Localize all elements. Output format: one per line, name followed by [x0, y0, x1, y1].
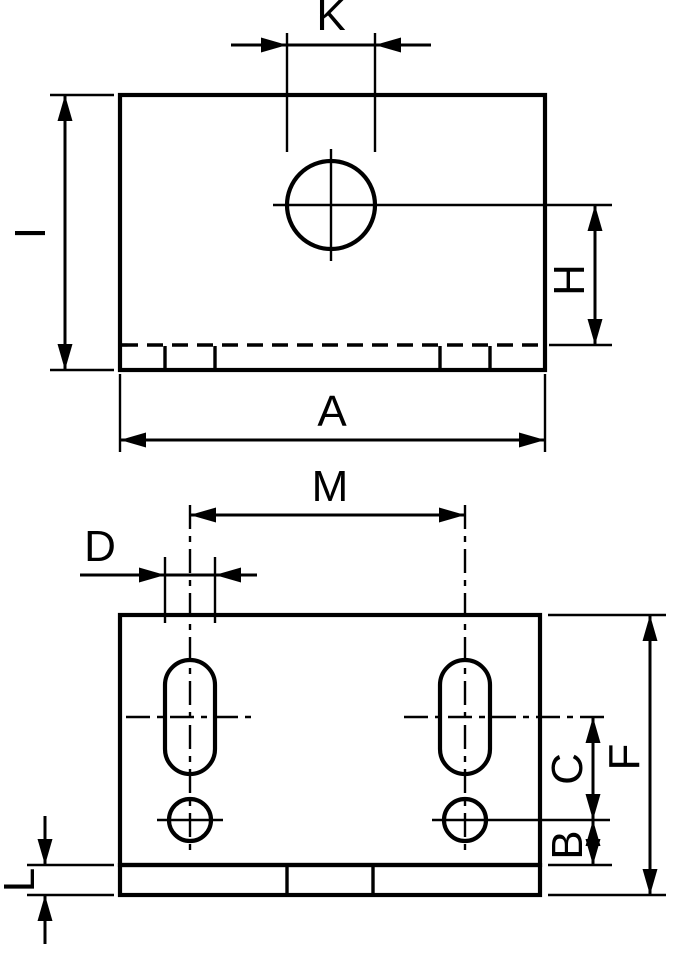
- dim-label-F: F: [600, 744, 649, 771]
- dimension-B: B: [543, 820, 612, 867]
- dimension-C: C: [543, 717, 601, 820]
- dimension-L: L: [0, 816, 114, 944]
- arrowhead: [37, 839, 53, 865]
- dimension-F: F: [548, 613, 666, 897]
- plan-body-outline: [117, 612, 543, 868]
- arrowhead: [375, 37, 401, 53]
- arrowhead: [120, 432, 146, 448]
- dimension-M: M: [190, 462, 465, 523]
- arrowhead: [261, 37, 287, 53]
- arrowhead: [585, 717, 601, 743]
- arrowhead: [139, 567, 165, 583]
- arrowhead: [587, 205, 603, 231]
- dimension-K: K: [231, 0, 431, 152]
- dim-label-B: B: [543, 830, 592, 859]
- dimension-A: A: [118, 374, 547, 452]
- plan-base-strip: [117, 862, 543, 898]
- arrowhead: [587, 319, 603, 345]
- arrowhead: [37, 895, 53, 921]
- arrowhead: [642, 869, 658, 895]
- arrowhead: [519, 432, 545, 448]
- arrowhead: [215, 567, 241, 583]
- arrowhead: [190, 507, 216, 523]
- dimension-D: D: [80, 522, 257, 623]
- dim-label-C: C: [543, 753, 592, 785]
- arrowhead: [57, 95, 73, 121]
- dim-label-L: L: [0, 868, 44, 892]
- front-body-outline: [117, 92, 548, 373]
- dim-label-I: I: [6, 227, 55, 239]
- arrowhead: [642, 615, 658, 641]
- dim-label-D: D: [84, 522, 116, 571]
- dim-label-M: M: [312, 462, 349, 511]
- arrowhead: [585, 794, 601, 820]
- front-view: [117, 92, 612, 373]
- arrowhead: [439, 507, 465, 523]
- plan-view: [117, 505, 610, 898]
- dim-label-K: K: [316, 0, 345, 40]
- dimension-I: I: [6, 93, 114, 372]
- dim-label-H: H: [545, 264, 594, 296]
- arrowhead: [57, 344, 73, 370]
- dim-label-A: A: [317, 387, 347, 436]
- dimension-H: H: [545, 205, 612, 347]
